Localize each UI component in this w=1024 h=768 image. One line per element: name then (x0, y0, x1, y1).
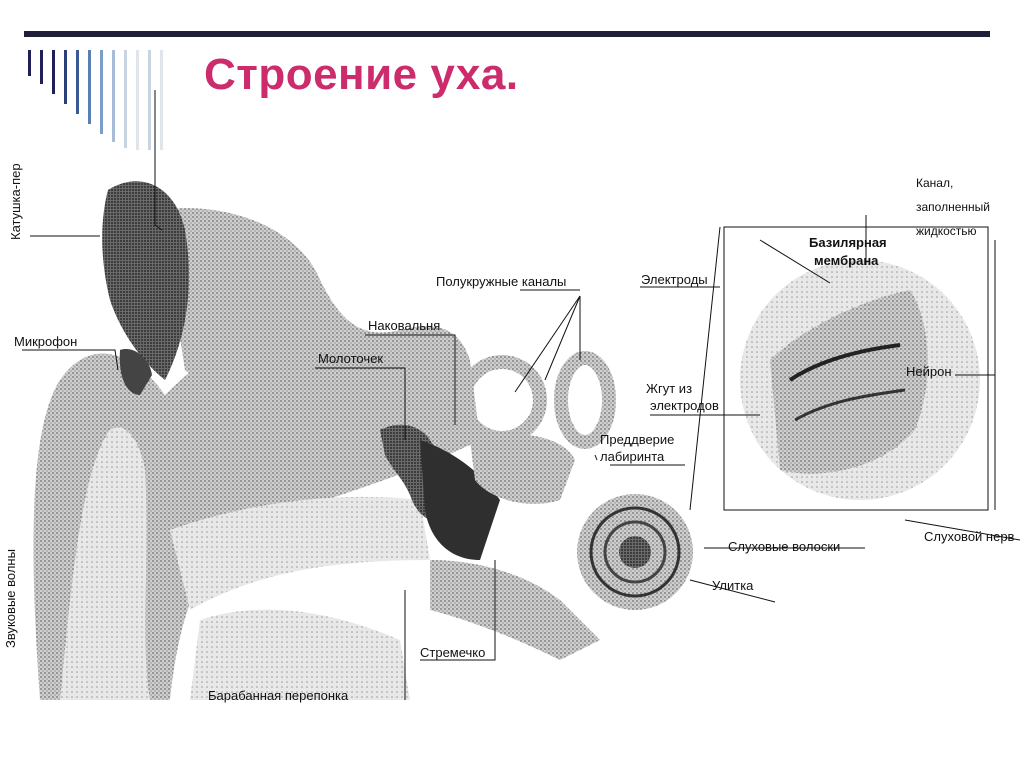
label-coil: Катушка-пер (8, 163, 23, 240)
label-auditory-nerve: Слуховой нерв (924, 529, 1014, 544)
label-neuron: Нейрон (906, 364, 952, 379)
label-cochlea: Улитка (712, 578, 753, 593)
label-basilar-line2: мембрана (814, 253, 878, 268)
label-stapes: Стремечко (420, 645, 485, 660)
label-incus: Наковальня (368, 318, 440, 333)
semicircular-canal-shape (464, 362, 540, 438)
label-fluid-canal-line3: жидкостью (916, 224, 977, 239)
label-sound-waves: Звуковые волны (3, 549, 18, 648)
label-microphone: Микрофон (14, 334, 77, 349)
label-electrodes: Электроды (641, 272, 708, 287)
label-basilar-line1: Базилярная (809, 235, 887, 250)
label-fluid-canal-line2: заполненный (916, 200, 990, 215)
label-fluid-canal-line1: Канал, (916, 176, 953, 191)
jaw-shape (190, 610, 410, 700)
label-vestibule-line2: лабиринта (600, 449, 664, 464)
label-malleus: Молоточек (318, 351, 383, 366)
label-semicircular-canals: Полукружные каналы (436, 274, 566, 289)
label-electrode-bundle-line1: Жгут из (646, 381, 692, 396)
label-eardrum: Барабанная перепонка (208, 688, 348, 703)
label-hair-cells: Слуховые волоски (728, 539, 840, 554)
semicircular-canal-shape (561, 358, 609, 442)
label-electrode-bundle-line2: электродов (650, 398, 719, 413)
label-vestibule-line1: Преддверие (600, 432, 674, 447)
